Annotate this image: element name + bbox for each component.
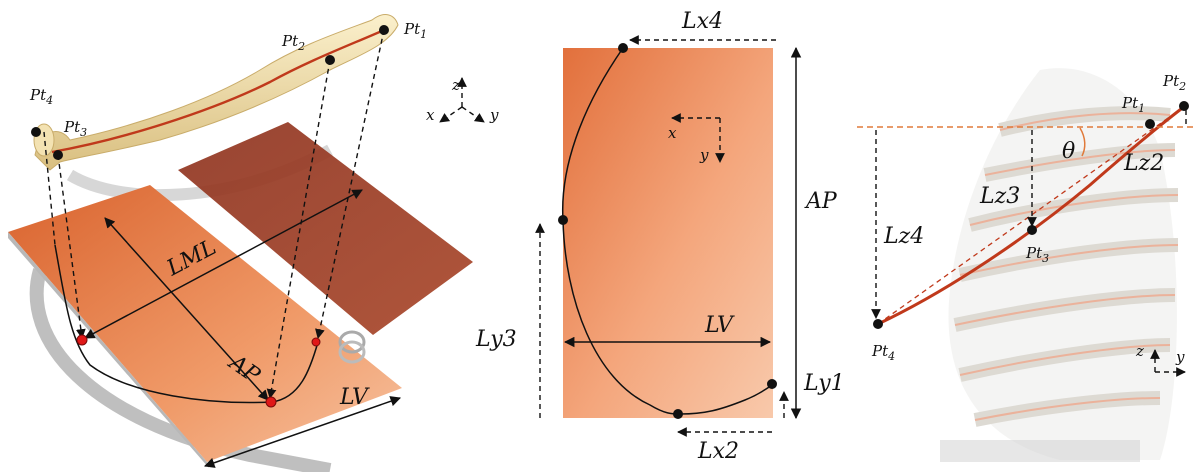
axis-gizmo-3d: z x y [426,76,499,124]
right-panel: Lz4 Lz3 Lz2 θ Pt4 Pt3 Pt1 Pt2 z y [857,68,1195,462]
mid-point-left [558,215,568,225]
right-point-pt2 [1179,101,1189,111]
mid-point-right [767,379,777,389]
label-lx4: Lx4 [681,9,723,34]
right-label-pt1: Pt1 [1121,94,1145,115]
point-pt1 [379,25,389,35]
right-label-pt3: Pt3 [1025,244,1049,265]
right-label-pt2: Pt2 [1162,72,1186,93]
label-ly3: Ly3 [475,327,517,352]
label-pt1: Pt1 [403,20,427,41]
rib-centerline [51,28,385,154]
label-pt3: Pt3 [63,118,87,139]
right-axis-y-label: y [1175,348,1185,366]
ap-arrow [104,217,269,401]
axis-z-label: z [451,76,460,94]
point-pt3 [53,150,63,160]
proj-line-pt3 [57,154,86,339]
label-theta: θ [1062,139,1075,164]
point-pt2 [325,55,335,65]
label-ap-middle: AP [804,189,838,214]
mid-point-bottom [673,409,683,419]
highlighted-rib [877,104,1186,326]
label-lv-middle: LV [704,313,735,338]
marker-pt1-proj [311,337,321,347]
left-panel: Pt4 Pt3 Pt2 Pt1 LML AP LV z x y [8,14,499,472]
marker-pt3-proj [76,334,88,346]
label-lz3: Lz3 [979,184,1020,209]
mid-axis-x-label: x [668,124,677,142]
marker-pt2-proj [265,396,277,408]
rib-cage [940,68,1179,462]
label-lv-left: LV [339,385,370,410]
label-lz2: Lz2 [1123,151,1164,176]
label-pt4: Pt4 [29,86,53,107]
label-lz4: Lz4 [883,224,924,249]
label-lx2: Lx2 [697,439,739,464]
right-point-pt1 [1145,119,1155,129]
mid-point-top [618,43,628,53]
middle-plane [563,48,773,418]
right-point-pt4 [873,319,883,329]
right-point-pt3 [1027,225,1037,235]
rib-bone [34,14,399,171]
lv-arrow [204,396,401,468]
ring-icon-lower [338,340,366,364]
label-pt2: Pt2 [281,32,305,53]
middle-rib-curve [561,47,773,415]
right-axis-z-label: z [1135,342,1144,360]
right-label-pt4: Pt4 [871,342,895,363]
ring-icon [338,330,366,354]
mid-axis-y-label: y [699,146,709,164]
point-pt4 [31,127,41,137]
axis-y-label: y [489,106,499,124]
theta-arc [1079,127,1086,157]
label-ly1: Ly1 [803,371,845,396]
axis-x-label: x [426,106,435,124]
axis-gizmo-right: z y [1135,342,1186,377]
axis-gizmo-2d: x y [668,113,725,164]
middle-panel: Lx4 AP LV Ly3 Ly1 Lx2 x y [475,9,845,464]
proj-line-pt4 [43,131,56,246]
